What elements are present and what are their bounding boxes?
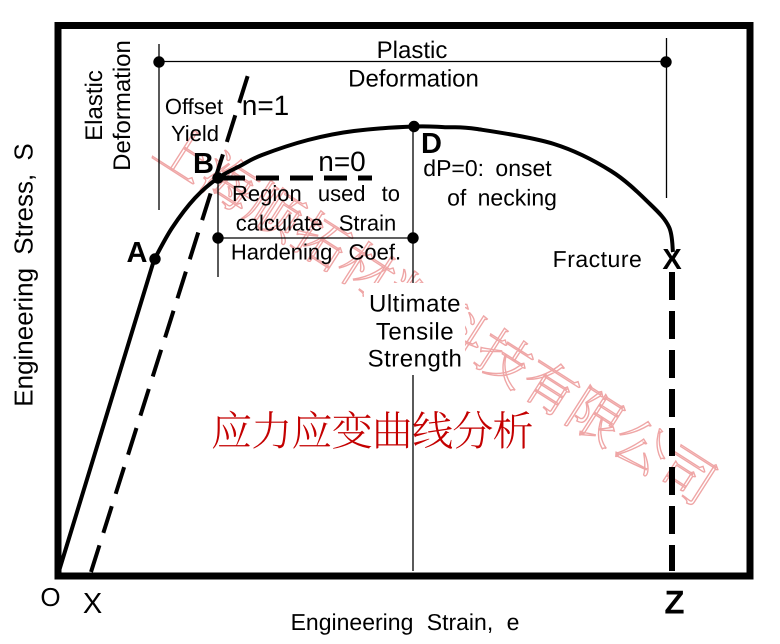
svg-text:n=1: n=1 bbox=[242, 90, 290, 121]
svg-text:O: O bbox=[40, 582, 60, 612]
svg-text:calculate Strain: calculate Strain bbox=[236, 211, 396, 236]
svg-text:A: A bbox=[127, 237, 148, 269]
svg-text:Yield: Yield bbox=[171, 121, 219, 146]
svg-text:Deformation: Deformation bbox=[109, 40, 136, 171]
svg-text:Z: Z bbox=[664, 584, 684, 621]
svg-text:n=0: n=0 bbox=[318, 146, 366, 177]
svg-text:Offset: Offset bbox=[165, 94, 223, 119]
svg-text:Strength: Strength bbox=[368, 346, 463, 373]
svg-text:Engineering Strain, e: Engineering Strain, e bbox=[291, 609, 520, 635]
svg-text:X: X bbox=[83, 588, 102, 620]
svg-text:Deformation: Deformation bbox=[348, 66, 479, 93]
svg-text:Ultimate: Ultimate bbox=[369, 291, 461, 318]
svg-text:Fracture: Fracture bbox=[553, 246, 643, 272]
svg-text:Elastic: Elastic bbox=[81, 70, 108, 141]
svg-text:Plastic: Plastic bbox=[377, 37, 448, 64]
svg-text:X: X bbox=[662, 244, 682, 276]
svg-text:of necking: of necking bbox=[447, 185, 557, 211]
svg-text:Region used to: Region used to bbox=[232, 181, 400, 206]
svg-text:dP=0: onset: dP=0: onset bbox=[423, 155, 552, 181]
svg-text:Tensile: Tensile bbox=[376, 319, 454, 346]
svg-text:Engineering Stress, S: Engineering Stress, S bbox=[9, 143, 39, 406]
svg-text:Hardening Coef.: Hardening Coef. bbox=[231, 240, 401, 265]
svg-text:D: D bbox=[421, 128, 442, 160]
svg-text:B: B bbox=[193, 148, 214, 180]
